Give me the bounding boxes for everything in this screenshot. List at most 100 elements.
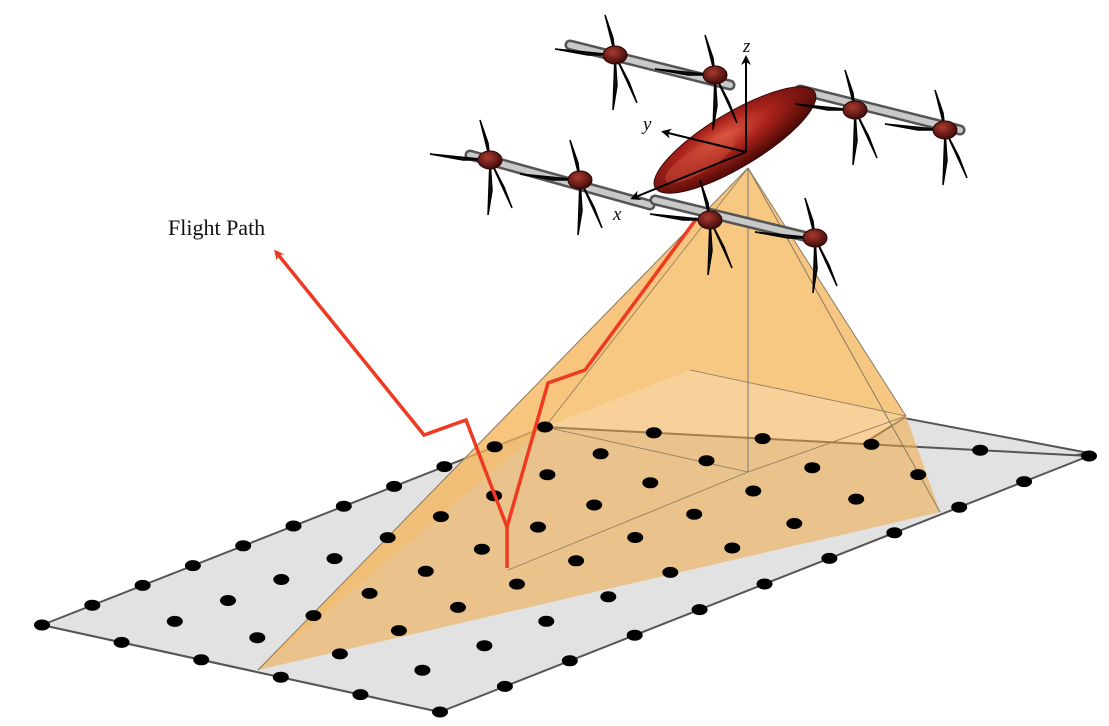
x-axis-label: x: [612, 204, 622, 225]
ground-marker: [600, 591, 617, 603]
ground-marker: [698, 455, 715, 467]
ground-marker: [361, 587, 378, 599]
footprint-line-c: [747, 415, 907, 473]
rotor-hub: [932, 120, 958, 140]
rotor-blade: [577, 179, 583, 236]
ground-marker: [450, 601, 466, 613]
rotor: [649, 179, 733, 276]
flight-path-branch: [505, 216, 699, 528]
fov-front-face: [258, 168, 940, 670]
body-axes: z y x: [612, 36, 751, 225]
rotor-blade: [519, 173, 581, 181]
ground-marker: [326, 553, 343, 565]
ground-marker: [568, 555, 585, 567]
ground-marker: [220, 595, 236, 606]
ground-marker: [537, 421, 553, 433]
rotor-blade: [429, 153, 491, 161]
ground-markers: [34, 421, 1097, 718]
x-axis-arrow: [630, 151, 747, 200]
ground-marker: [539, 469, 556, 481]
flight-path-label: Flight Path: [168, 215, 265, 240]
rotor-blade: [487, 159, 493, 216]
ground-marker: [436, 461, 453, 473]
field-of-view-cone: [257, 167, 941, 671]
ground-marker: [113, 636, 130, 648]
rotor-blade: [814, 237, 838, 287]
ground-marker: [390, 625, 407, 637]
flight-path-line: [274, 249, 509, 568]
footprint-line-b: [689, 369, 907, 417]
ground-marker: [910, 469, 927, 481]
ground-marker: [821, 552, 838, 564]
rotor-blade: [852, 109, 858, 166]
ground-marker: [645, 427, 662, 439]
ground-marker: [84, 599, 101, 611]
rotor: [884, 89, 968, 186]
ground-marker: [724, 542, 741, 554]
ground-marker: [496, 680, 513, 692]
rotor-blade: [489, 159, 513, 209]
ground-marker: [414, 664, 431, 676]
ground-marker: [804, 462, 821, 474]
ground-marker: [886, 527, 903, 539]
rotor: [794, 69, 878, 166]
rotor-hub: [802, 228, 828, 248]
ground-marker: [509, 578, 525, 590]
footprint-line-a: [544, 426, 749, 473]
ground-marker: [386, 480, 403, 492]
aircraft-rotors: [429, 14, 968, 294]
ground-marker: [686, 508, 703, 520]
ground-marker: [691, 604, 708, 616]
ground-marker: [134, 579, 151, 591]
rotor-blade: [649, 213, 711, 221]
ground-marker: [417, 565, 434, 577]
rotor-blade: [654, 68, 716, 76]
y-axis-arrow: [661, 128, 747, 153]
rotor-blade: [709, 219, 733, 269]
ground-marker: [379, 532, 396, 544]
ground-marker: [538, 615, 555, 627]
ground-marker: [273, 574, 290, 585]
ground-marker: [627, 532, 644, 543]
rotor-hub: [842, 100, 868, 120]
ground-marker: [1081, 450, 1097, 462]
ground-marker: [863, 438, 880, 450]
fov-edge-back: [747, 167, 907, 417]
ground-marker: [249, 632, 266, 644]
y-axis-label: y: [641, 114, 652, 135]
rotor: [519, 139, 603, 236]
ground-marker: [432, 511, 449, 523]
rotor-hub: [567, 170, 593, 190]
fov-back-face: [545, 168, 906, 427]
ground-marker: [432, 706, 448, 718]
rotor-hub: [602, 45, 628, 65]
ground-marker: [642, 477, 659, 489]
rotor-hub: [477, 150, 503, 170]
rotor-hub: [702, 65, 728, 85]
ground-marker: [754, 433, 771, 445]
ground-marker: [184, 560, 201, 572]
ground-marker: [561, 655, 578, 667]
ground-marker: [786, 518, 803, 529]
ground-marker: [272, 671, 289, 683]
ground-marker: [476, 640, 493, 652]
ground-marker: [331, 648, 348, 660]
aircraft: [429, 14, 968, 294]
rotor-blade: [944, 129, 968, 179]
ground-marker: [352, 689, 369, 701]
ground-marker: [951, 501, 968, 513]
z-axis-label: z: [742, 36, 751, 57]
aircraft-arm-highlight: [652, 197, 823, 243]
ground-marker: [486, 441, 503, 453]
rotor-blade: [884, 123, 946, 131]
ground-marker: [285, 520, 302, 532]
rotor-blade: [614, 54, 638, 104]
rotor-blade: [707, 219, 713, 276]
ground-marker: [530, 521, 546, 533]
ground-marker: [34, 619, 50, 631]
rotor: [554, 14, 638, 111]
footprint-line-d: [507, 471, 749, 571]
rotor-blade: [712, 74, 718, 131]
